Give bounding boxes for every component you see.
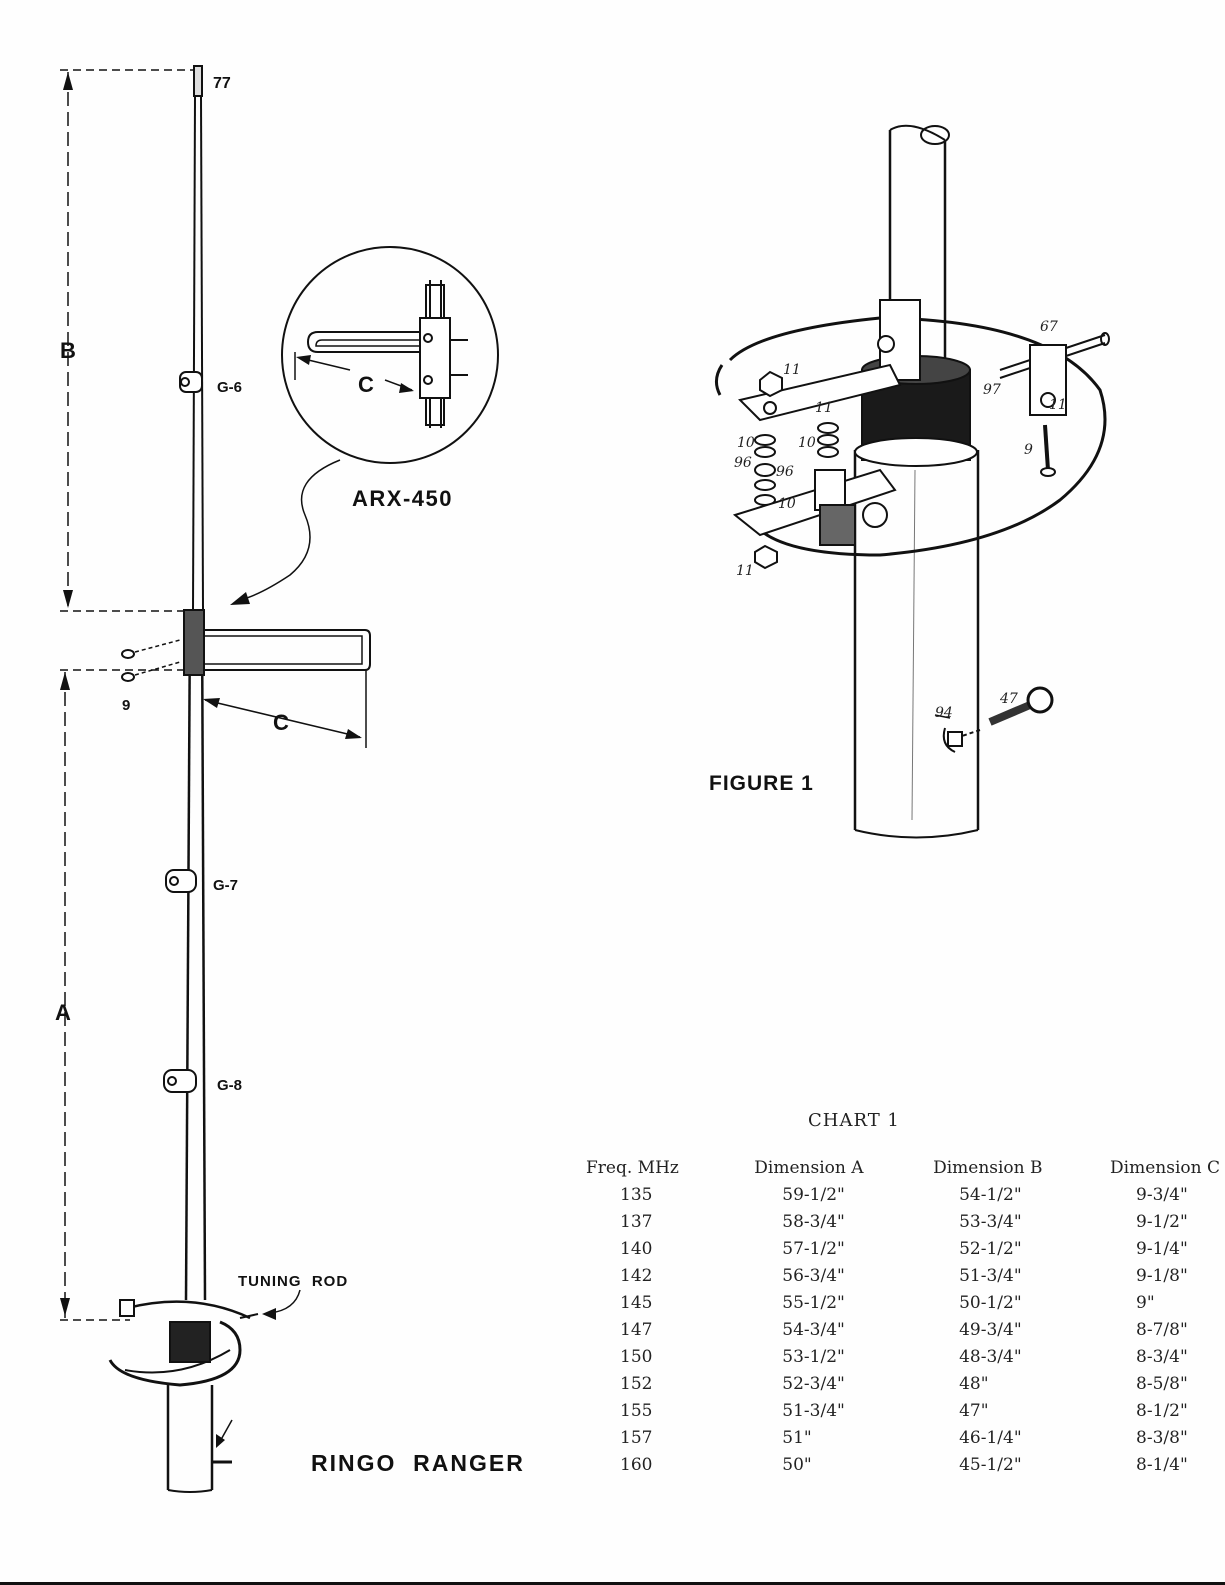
table-row: 140 57-1/2" 52-1/2" 9-1/4" xyxy=(580,1235,1220,1262)
freq-cell: 140 xyxy=(620,1238,653,1259)
table-row: 137 58-3/4" 53-3/4" 9-1/2" xyxy=(580,1208,1220,1235)
dim-b-cell: 52-1/2" xyxy=(959,1238,1022,1259)
dim-c-cell: 9" xyxy=(1136,1292,1155,1313)
chart-header-row: Freq. MHz Dimension A Dimension B Dimens… xyxy=(580,1154,1220,1181)
part-number: 67 xyxy=(1040,319,1058,335)
dim-b-cell: 53-3/4" xyxy=(959,1211,1022,1232)
dim-c-cell: 9-3/4" xyxy=(1136,1184,1188,1205)
part-number: 10 xyxy=(737,435,755,451)
freq-cell: 152 xyxy=(620,1373,653,1394)
table-row: 150 53-1/2" 48-3/4" 8-3/4" xyxy=(580,1343,1220,1370)
header-freq: Freq. MHz xyxy=(586,1157,679,1178)
dim-a-cell: 51-3/4" xyxy=(782,1400,845,1421)
dim-c-cell: 8-7/8" xyxy=(1136,1319,1188,1340)
dim-c-cell: 9-1/8" xyxy=(1136,1265,1188,1286)
header-dim-a: Dimension A xyxy=(754,1157,864,1178)
dim-c-cell: 8-3/4" xyxy=(1136,1346,1188,1367)
chart-table: Freq. MHz Dimension A Dimension B Dimens… xyxy=(580,1154,1220,1478)
dim-b-cell: 51-3/4" xyxy=(959,1265,1022,1286)
freq-cell: 147 xyxy=(620,1319,653,1340)
dim-c-cell: 8-1/2" xyxy=(1136,1400,1188,1421)
part-number: 9 xyxy=(1024,442,1033,458)
part-label-g8: G-8 xyxy=(217,1077,242,1094)
dim-a-cell: 51" xyxy=(782,1427,812,1448)
figure1-drawing xyxy=(715,124,1110,839)
table-row: 152 52-3/4" 48" 8-5/8" xyxy=(580,1370,1220,1397)
header-dim-c: Dimension C xyxy=(1110,1157,1220,1178)
ringo-ranger-drawing xyxy=(60,65,499,1493)
freq-cell: 142 xyxy=(620,1265,653,1286)
dim-a-cell: 58-3/4" xyxy=(782,1211,845,1232)
freq-cell: 135 xyxy=(620,1184,653,1205)
part-number: 11 xyxy=(736,563,754,579)
part-number: 11 xyxy=(783,362,801,378)
part-label-g6: G-6 xyxy=(217,379,242,396)
dim-a-cell: 56-3/4" xyxy=(782,1265,845,1286)
ringo-ranger-title: RINGO RANGER xyxy=(311,1450,525,1476)
dim-c-cell: 8-3/8" xyxy=(1136,1427,1188,1448)
dim-b-cell: 49-3/4" xyxy=(959,1319,1022,1340)
part-number: 94 xyxy=(935,705,953,721)
dim-a-cell: 55-1/2" xyxy=(782,1292,845,1313)
dim-c-cell: 9-1/2" xyxy=(1136,1211,1188,1232)
table-row: 157 51" 46-1/4" 8-3/8" xyxy=(580,1424,1220,1451)
part-number: 97 xyxy=(983,382,1001,398)
table-row: 135 59-1/2" 54-1/2" 9-3/4" xyxy=(580,1181,1220,1208)
table-row: 145 55-1/2" 50-1/2" 9" xyxy=(580,1289,1220,1316)
dimension-a-label: A xyxy=(55,1000,71,1025)
dim-a-cell: 59-1/2" xyxy=(782,1184,845,1205)
table-row: 155 51-3/4" 47" 8-1/2" xyxy=(580,1397,1220,1424)
part-number: 47 xyxy=(999,691,1018,707)
figure1-title: FIGURE 1 xyxy=(709,772,814,795)
part-number: 10 xyxy=(798,435,816,451)
dim-b-cell: 45-1/2" xyxy=(959,1454,1022,1475)
dim-c-cell: 8-1/4" xyxy=(1136,1454,1188,1475)
dim-a-cell: 53-1/2" xyxy=(782,1346,845,1367)
chart-title: CHART 1 xyxy=(808,1110,900,1131)
part-label-77: 77 xyxy=(213,75,231,92)
freq-cell: 145 xyxy=(620,1292,653,1313)
part-number: 10 xyxy=(778,496,796,512)
page-bottom-rule xyxy=(0,1582,1225,1585)
table-row: 147 54-3/4" 49-3/4" 8-7/8" xyxy=(580,1316,1220,1343)
part-label-9: 9 xyxy=(122,697,130,714)
dimension-b-label: B xyxy=(60,338,76,363)
dim-b-cell: 47" xyxy=(959,1400,989,1421)
dim-b-cell: 46-1/4" xyxy=(959,1427,1022,1448)
freq-cell: 155 xyxy=(620,1400,653,1421)
dim-c-cell: 8-5/8" xyxy=(1136,1373,1188,1394)
dim-a-cell: 50" xyxy=(782,1454,812,1475)
dim-a-cell: 52-3/4" xyxy=(782,1373,845,1394)
tuning-rod-label: TUNING ROD xyxy=(238,1273,348,1290)
arx-450-label: ARX-450 xyxy=(352,486,453,511)
dim-a-cell: 57-1/2" xyxy=(782,1238,845,1259)
dim-b-cell: 48-3/4" xyxy=(959,1346,1022,1367)
chart-body: 135 59-1/2" 54-1/2" 9-3/4" 137 58-3/4" 53-3/4"… xyxy=(580,1181,1220,1478)
dim-c-cell: 9-1/4" xyxy=(1136,1238,1188,1259)
part-number: 96 xyxy=(776,464,794,480)
part-label-g7: G-7 xyxy=(213,877,238,894)
table-row: 142 56-3/4" 51-3/4" 9-1/8" xyxy=(580,1262,1220,1289)
freq-cell: 150 xyxy=(620,1346,653,1367)
part-number: 11 xyxy=(815,400,833,416)
dim-b-cell: 50-1/2" xyxy=(959,1292,1022,1313)
table-row: 160 50" 45-1/2" 8-1/4" xyxy=(580,1451,1220,1478)
dimension-c-label-inset: C xyxy=(358,372,374,397)
part-number: 11 xyxy=(1049,397,1067,413)
freq-cell: 157 xyxy=(620,1427,653,1448)
dim-b-cell: 48" xyxy=(959,1373,989,1394)
part-number: 96 xyxy=(734,455,752,471)
freq-cell: 160 xyxy=(620,1454,653,1475)
dim-a-cell: 54-3/4" xyxy=(782,1319,845,1340)
header-dim-b: Dimension B xyxy=(933,1157,1043,1178)
freq-cell: 137 xyxy=(620,1211,653,1232)
dimension-c-label-stub: C xyxy=(273,710,289,735)
dim-b-cell: 54-1/2" xyxy=(959,1184,1022,1205)
figure1-part-numbers: 11 11 11 11 10 10 10 96 96 97 67 9 94 47 xyxy=(734,319,1067,721)
